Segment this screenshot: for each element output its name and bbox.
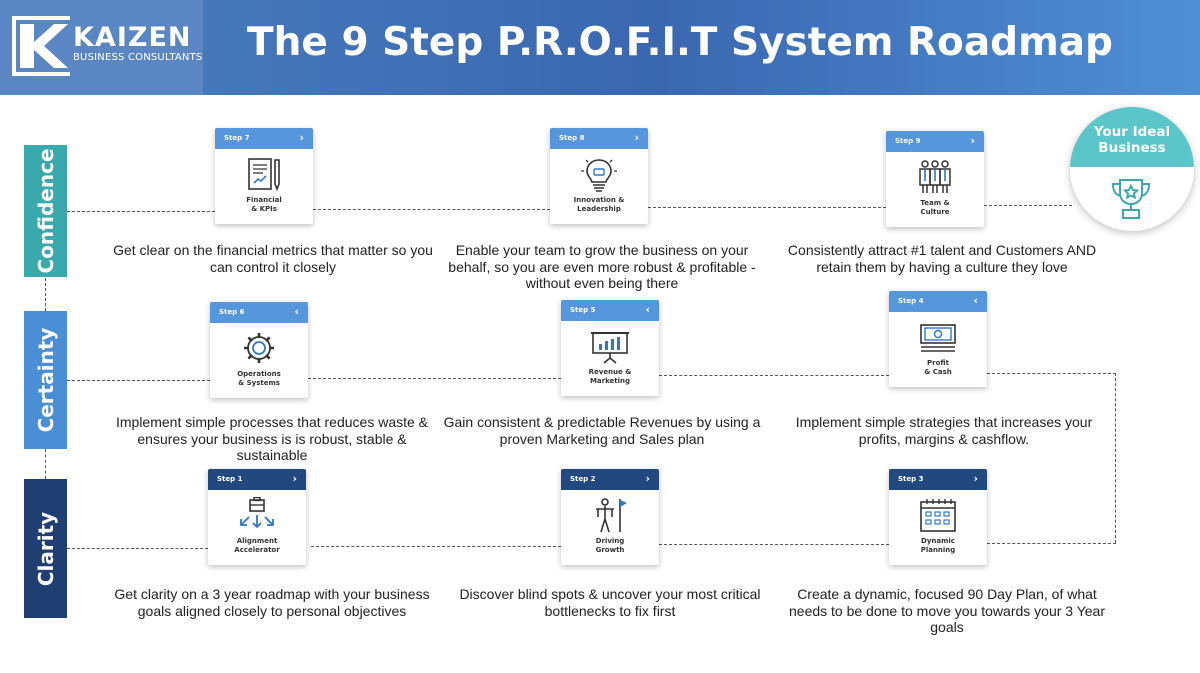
chevron-icon: ‹ (645, 303, 650, 316)
step-number: Step 2 (570, 475, 596, 483)
step-header: Step 2 › (561, 469, 659, 490)
step-description-7: Get clear on the financial metrics that … (113, 242, 433, 275)
band-confidence: Confidence (24, 145, 67, 277)
step-card-5: Step 5 ‹ Revenue & Marketing (561, 300, 659, 396)
step-header: Step 7 › (215, 128, 313, 149)
chevron-icon: › (299, 131, 304, 144)
step-header: Step 4 ‹ (889, 291, 987, 312)
band-connector (45, 278, 46, 311)
path-line (987, 543, 1116, 544)
chevron-icon: › (973, 472, 978, 485)
chevron-icon: › (634, 131, 639, 144)
step-header: Step 3 › (889, 469, 987, 490)
path-line (67, 380, 210, 381)
band-label: Confidence (33, 148, 58, 274)
step-card-9: Step 9 › Team & Culture (886, 131, 984, 227)
path-line (984, 205, 1072, 206)
step-card-6: Step 6 ‹ Operations & Systems (210, 302, 308, 398)
document-pen-icon (248, 158, 280, 192)
lightbulb-icon (581, 159, 617, 192)
logo: KAIZEN BUSINESS CONSULTANTS (0, 0, 203, 95)
step-label: Driving Growth (595, 537, 625, 554)
path-line (659, 544, 889, 545)
step-number: Step 6 (219, 308, 245, 316)
step-label: Dynamic Planning (920, 537, 956, 554)
kaizen-logo-icon (12, 16, 70, 76)
step-description-9: Consistently attract #1 talent and Custo… (787, 242, 1097, 275)
step-number: Step 3 (898, 475, 924, 483)
goal-header (1070, 107, 1194, 167)
step-label: Financial & KPIs (246, 196, 282, 213)
step-label: Team & Culture (920, 199, 950, 216)
band-clarity: Clarity (24, 479, 67, 618)
goal-label: Your Ideal Business (1093, 124, 1171, 156)
band-label: Certainty (33, 327, 58, 433)
step-description-4: Implement simple strategies that increas… (795, 414, 1093, 447)
trophy-icon (1111, 179, 1151, 219)
path-line (67, 211, 215, 212)
alignment-icon (240, 497, 274, 529)
chevron-icon: ‹ (973, 294, 978, 307)
path-line (659, 375, 889, 376)
step-card-4: Step 4 ‹ Profit & Cash (889, 291, 987, 387)
step-number: Step 5 (570, 306, 596, 314)
step-header: Step 6 ‹ (210, 302, 308, 323)
presentation-chart-icon (591, 332, 629, 364)
step-card-7: Step 7 › Financial & KPIs (215, 128, 313, 224)
step-label: Operations & Systems (237, 370, 281, 387)
step-header: Step 5 ‹ (561, 300, 659, 321)
step-number: Step 4 (898, 297, 924, 305)
step-description-5: Gain consistent & predictable Revenues b… (443, 414, 761, 447)
step-header: Step 8 › (550, 128, 648, 149)
header-banner: KAIZEN BUSINESS CONSULTANTS The 9 Step P… (0, 0, 1200, 95)
path-line (308, 378, 561, 379)
step-number: Step 9 (895, 137, 921, 145)
step-label: Profit & Cash (924, 359, 952, 376)
step-number: Step 1 (217, 475, 243, 483)
chevron-icon: › (970, 134, 975, 147)
step-description-3: Create a dynamic, focused 90 Day Plan, o… (789, 586, 1105, 635)
chevron-icon: › (645, 472, 650, 485)
path-line (1115, 373, 1116, 543)
calendar-icon (920, 499, 956, 532)
step-description-2: Discover blind spots & uncover your most… (459, 586, 761, 619)
goal-circle: Your Ideal Business (1070, 107, 1194, 231)
flag-person-icon (596, 498, 627, 533)
path-line (67, 548, 208, 549)
path-line (311, 546, 561, 547)
band-label: Clarity (33, 511, 58, 586)
logo-name: KAIZEN (73, 22, 192, 53)
step-number: Step 7 (224, 134, 250, 142)
team-icon (919, 160, 951, 193)
path-line (313, 209, 550, 210)
step-header: Step 1 › (208, 469, 306, 490)
step-number: Step 8 (559, 134, 585, 142)
cash-icon (920, 324, 956, 352)
logo-subtitle: BUSINESS CONSULTANTS (73, 52, 203, 63)
gear-icon (244, 333, 274, 363)
band-connector (45, 449, 46, 479)
step-label: Alignment Accelerator (234, 537, 280, 554)
step-label: Revenue & Marketing (588, 368, 632, 385)
page-title: The 9 Step P.R.O.F.I.T System Roadmap (247, 20, 1113, 65)
step-card-2: Step 2 › Driving Growth (561, 469, 659, 565)
chevron-icon: › (292, 472, 297, 485)
step-description-1: Get clarity on a 3 year roadmap with you… (114, 586, 430, 619)
path-line (987, 373, 1116, 374)
step-description-8: Enable your team to grow the business on… (448, 242, 756, 291)
band-certainty: Certainty (24, 311, 67, 449)
chevron-icon: ‹ (294, 305, 299, 318)
step-label: Innovation & Leadership (573, 196, 625, 213)
step-header: Step 9 › (886, 131, 984, 152)
step-description-6: Implement simple processes that reduces … (115, 414, 429, 463)
step-card-8: Step 8 › Innovation & Leadership (550, 128, 648, 224)
step-card-3: Step 3 › Dynamic Planning (889, 469, 987, 565)
path-line (648, 207, 886, 208)
step-card-1: Step 1 › Alignment Accelerator (208, 469, 306, 565)
